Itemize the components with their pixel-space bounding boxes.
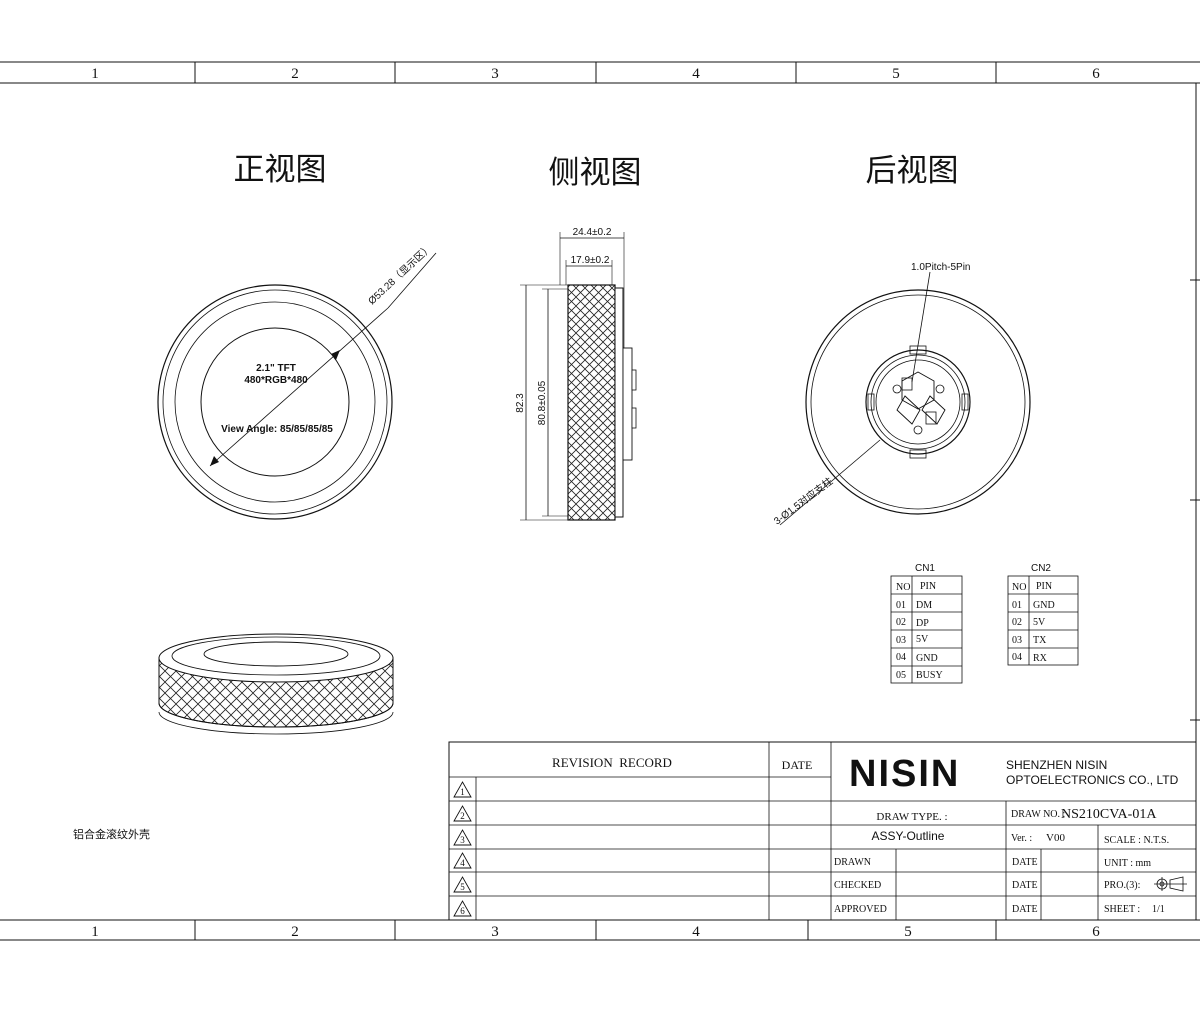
nisin-logo: NISIN [849,753,960,795]
zone-label-bottom-4: 4 [692,924,700,940]
cn1-row-1-no: 01 [896,600,906,611]
cn1-title: CN1 [915,563,935,574]
zone-label-top-3: 3 [491,66,499,82]
sheet-value: 1/1 [1152,904,1165,915]
front-spec-line2: 480*RGB*480 [244,375,308,386]
revision-date-heading: DATE [782,758,813,772]
draw-no-value: NS210CVA-01A [1061,807,1157,822]
projection-label: PRO.(3): [1104,880,1140,891]
cn1-row-2-no: 02 [896,617,906,628]
side-dim-width: 24.4±0.2 [573,227,612,238]
cn1-row-5-pin: BUSY [916,670,943,681]
zone-label-top-6: 6 [1092,66,1100,82]
zone-label-top-4: 4 [692,66,700,82]
unit-label: UNIT : mm [1104,858,1151,869]
view-title-front: 正视图 [234,152,327,188]
approved-date-label: DATE [1012,904,1038,915]
cn1-row-1-pin: DM [916,600,932,611]
checked-date-label: DATE [1012,880,1038,891]
cn2-header-pin: PIN [1036,581,1052,592]
revision-triangles [453,781,472,917]
checked-label: CHECKED [834,880,881,891]
cn1-row-4-no: 04 [896,652,906,663]
view-title-side: 侧视图 [549,155,642,191]
revision-number-3: 3 [460,835,465,845]
side-dim-outer: 82.3 [515,393,526,413]
revision-record-heading: REVISION RECORD [552,755,672,770]
rear-view [779,271,1031,526]
cn1-row-5-no: 05 [896,670,906,681]
cn1-row-2-pin: DP [916,618,929,629]
projection-symbol-icon [1154,876,1187,892]
front-spec-line1: 2.1" TFT [256,363,296,374]
cn2-row-1-pin: GND [1033,600,1055,611]
front-diameter-label: Ø53.28（显示区） [366,242,435,307]
draw-no-label: DRAW NO. : [1011,809,1065,820]
drawn-label: DRAWN [834,857,871,868]
zone-label-top-5: 5 [892,66,900,82]
revision-number-6: 6 [460,906,465,916]
view-title-rear: 后视图 [866,153,959,189]
cn2-table [1007,575,1079,666]
approved-label: APPROVED [834,904,887,915]
sheet-label: SHEET : [1104,904,1140,915]
cn2-row-1-no: 01 [1012,600,1022,611]
revision-number-2: 2 [460,811,465,821]
draw-type-value: ASSY-Outline [872,829,945,843]
cn1-header-pin: PIN [920,581,936,592]
zone-label-top-1: 1 [91,66,99,82]
revision-number-1: 1 [460,787,465,797]
ver-value: V00 [1046,832,1065,844]
cn2-row-2-no: 02 [1012,617,1022,628]
company-line2: OPTOELECTRONICS CO., LTD [1006,773,1179,787]
cn1-table [890,575,963,684]
cn1-row-3-pin: 5V [916,634,929,645]
cn2-row-3-no: 03 [1012,635,1022,646]
revision-number-4: 4 [460,858,465,868]
zone-label-bottom-3: 3 [491,924,499,940]
title-block [448,741,1197,921]
draw-type-label: DRAW TYPE. : [876,811,947,823]
cn2-header-no: NO [1012,582,1026,593]
rear-pitch-label: 1.0Pitch-5Pin [911,262,970,273]
scale-label: SCALE : N.T.S. [1104,835,1169,846]
rear-holes-label: 3-Ø1.5对应支柱 [771,475,835,528]
front-view [157,252,437,520]
cn1-row-4-pin: GND [916,653,938,664]
zone-label-bottom-1: 1 [91,924,99,940]
cn2-row-4-pin: RX [1033,653,1048,664]
zone-label-bottom-6: 6 [1092,924,1100,940]
side-dim-inner: 80.8±0.05 [537,380,548,425]
front-view-angle: View Angle: 85/85/85/85 [221,424,333,435]
cn1-header-no: NO [896,582,910,593]
isometric-view [158,633,394,735]
cn2-row-4-no: 04 [1012,652,1022,663]
iso-caption: 铝合金滚纹外壳 [73,827,150,841]
zone-label-bottom-5: 5 [904,924,912,940]
drawn-date-label: DATE [1012,857,1038,868]
zone-label-top-2: 2 [291,66,299,82]
side-dim-depth: 17.9±0.2 [571,255,610,266]
cn2-row-3-pin: TX [1033,635,1047,646]
company-line1: SHENZHEN NISIN [1006,758,1107,772]
cn1-row-3-no: 03 [896,635,906,646]
ver-label: Ver. : [1011,833,1032,844]
cn2-title: CN2 [1031,563,1051,574]
side-view [520,232,637,521]
cn2-row-2-pin: 5V [1033,617,1046,628]
revision-number-5: 5 [460,882,465,892]
zone-label-bottom-2: 2 [291,924,299,940]
